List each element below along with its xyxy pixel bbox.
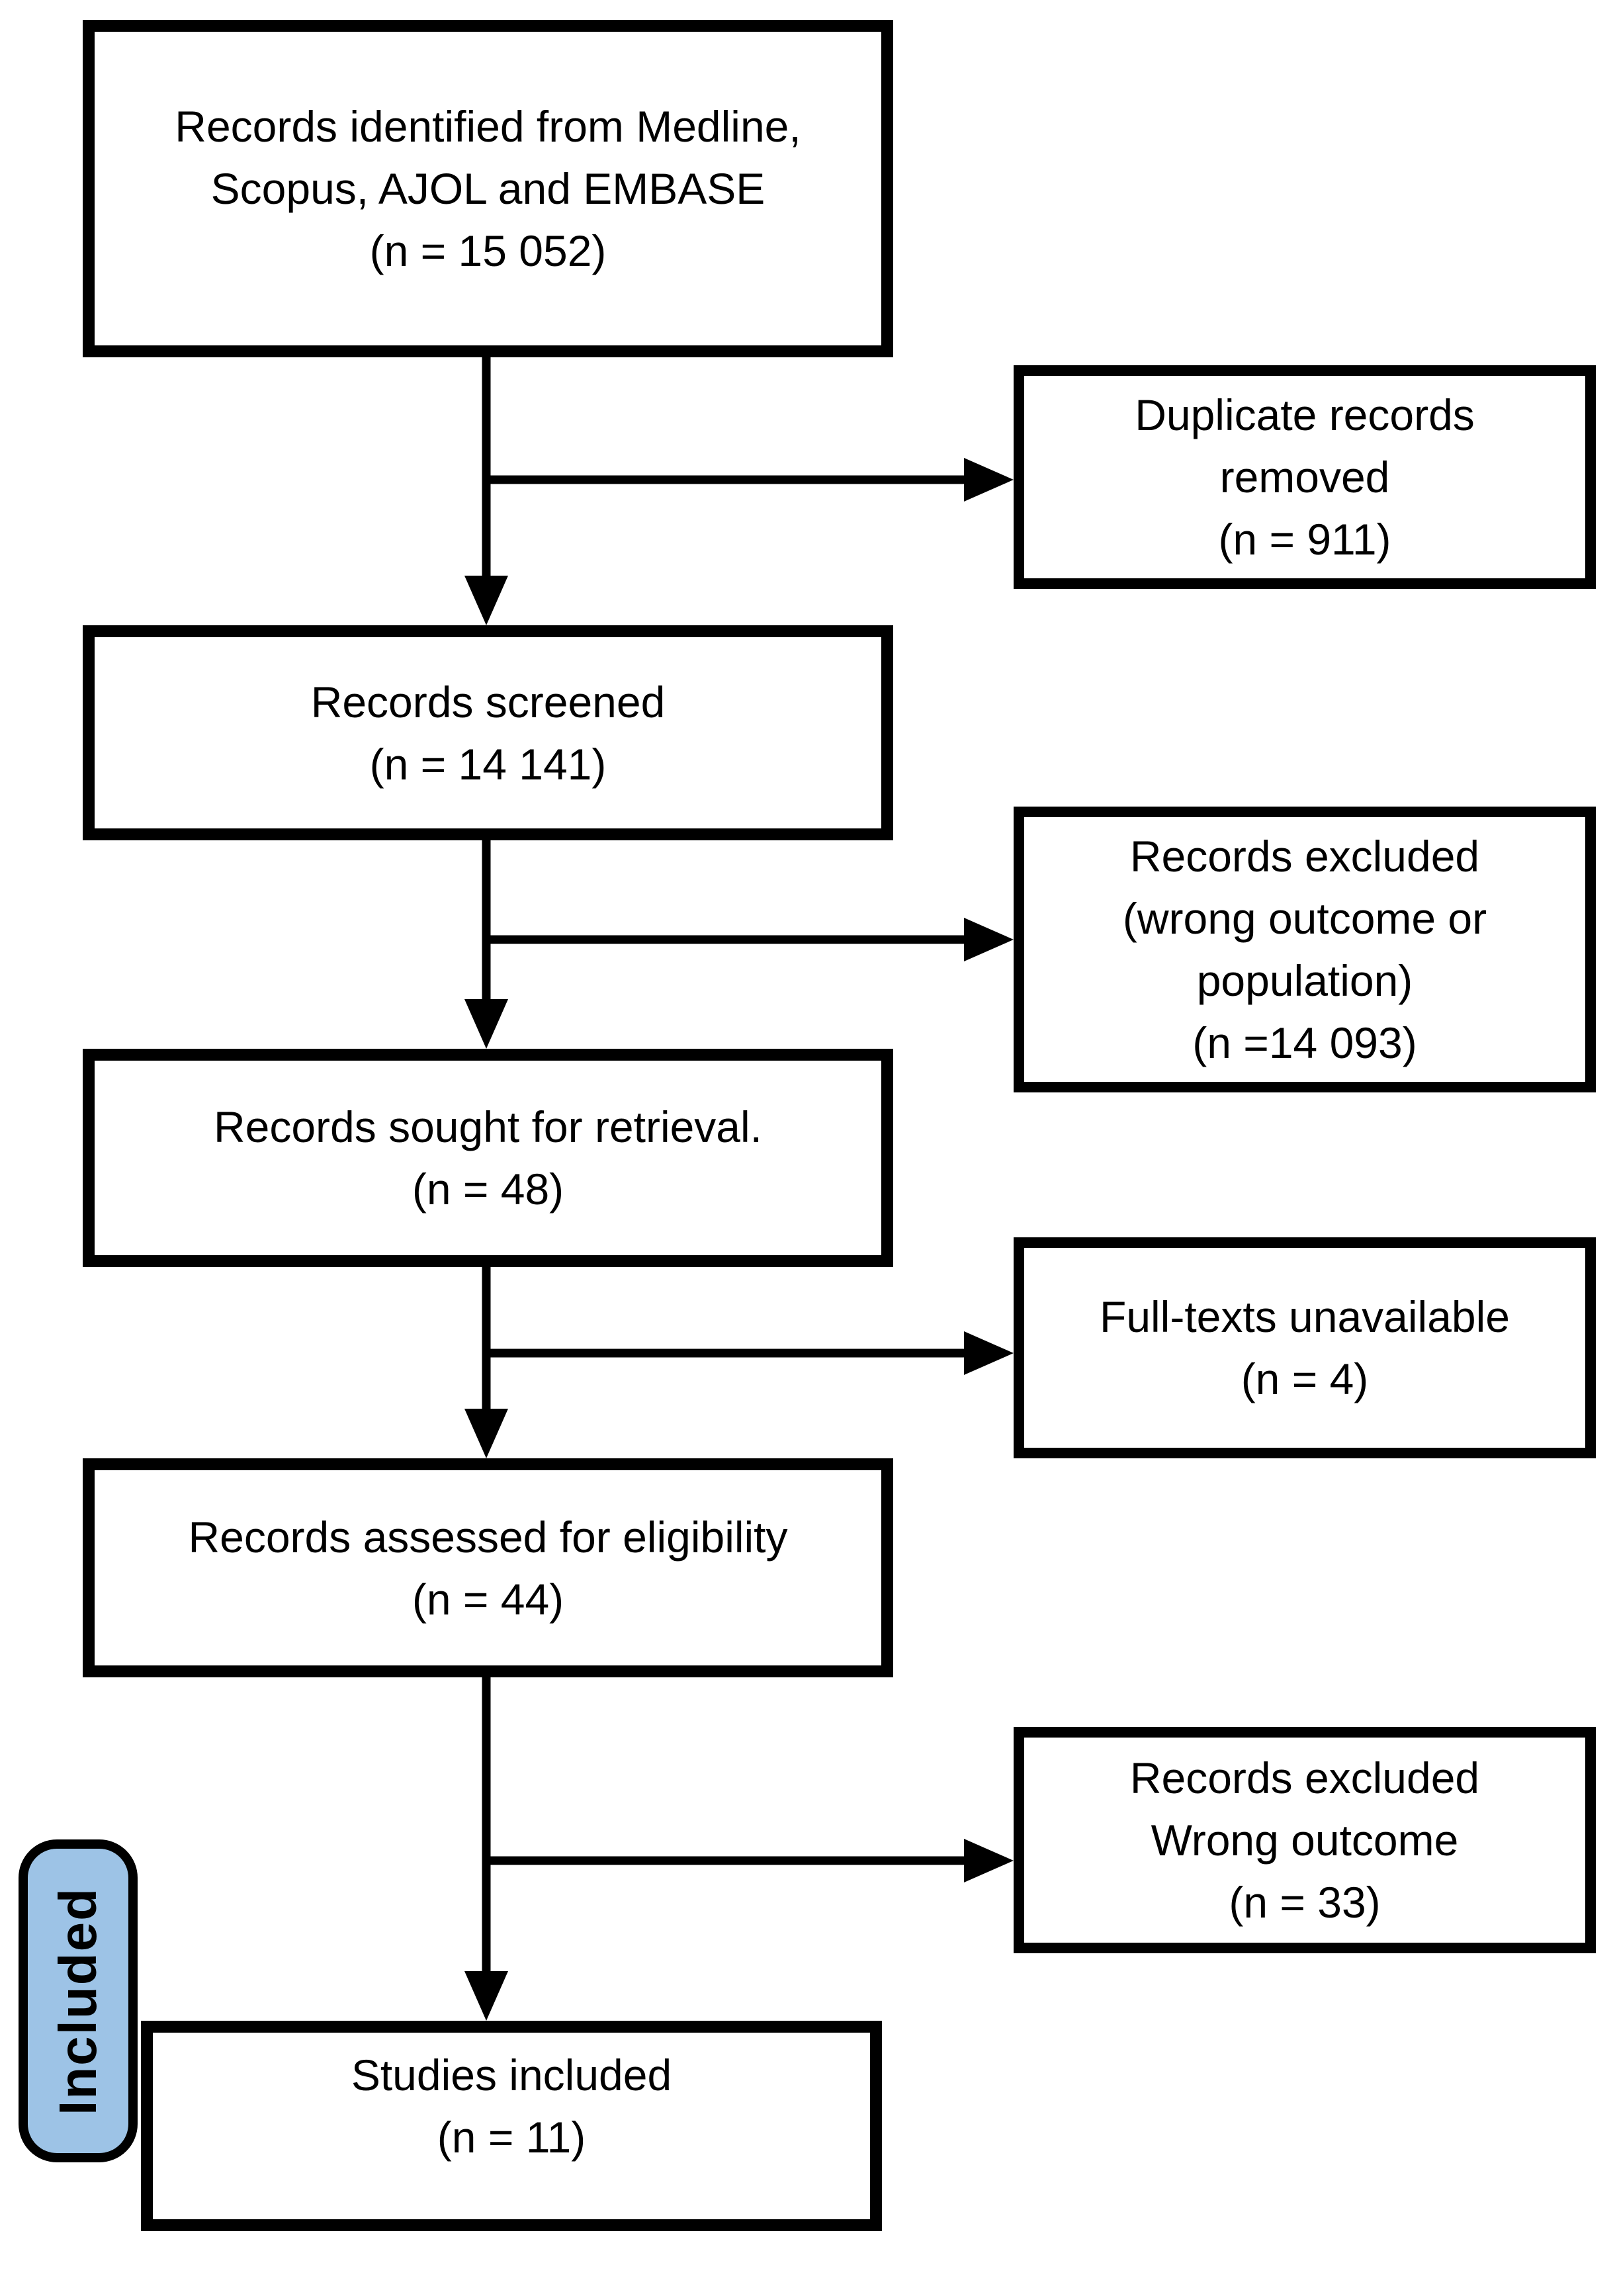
- box-records-excluded-eligibility: Records excluded Wrong outcome (n = 33): [1014, 1727, 1596, 1953]
- arrow-assessed-to-wrong-outcome: [486, 1839, 1014, 1882]
- arrow-screened-to-sought: [464, 840, 508, 1049]
- stage-label-included-text: Included: [48, 1886, 107, 2115]
- box-records-identified: Records identified from Medline, Scopus,…: [83, 20, 893, 357]
- box-records-sought-label: Records sought for retrieval. (n = 48): [213, 1102, 763, 1214]
- arrow-sought-to-unavailable: [486, 1331, 1014, 1375]
- arrow-identified-to-duplicates: [486, 458, 1014, 502]
- box-records-screened: Records screened (n = 14 141): [83, 625, 893, 840]
- arrow-assessed-to-included: [464, 1677, 508, 2021]
- box-records-screened-label: Records screened (n = 14 141): [310, 677, 666, 789]
- box-records-assessed-label: Records assessed for eligibility (n = 44…: [188, 1512, 788, 1624]
- box-records-excluded-screening: Records excluded (wrong outcome or popul…: [1014, 807, 1596, 1092]
- box-full-texts-unavailable: Full-texts unavailable (n = 4): [1014, 1237, 1596, 1458]
- stage-label-included: Included: [19, 1839, 138, 2162]
- box-records-sought: Records sought for retrieval. (n = 48): [83, 1049, 893, 1267]
- box-records-assessed: Records assessed for eligibility (n = 44…: [83, 1458, 893, 1677]
- box-records-excluded-screening-label: Records excluded (wrong outcome or popul…: [1122, 832, 1487, 1067]
- arrow-identified-to-screened: [464, 357, 508, 625]
- box-duplicates-removed: Duplicate records removed (n = 911): [1014, 365, 1596, 589]
- arrow-sought-to-assessed: [464, 1267, 508, 1458]
- box-full-texts-unavailable-label: Full-texts unavailable (n = 4): [1100, 1292, 1510, 1403]
- box-records-excluded-eligibility-label: Records excluded Wrong outcome (n = 33): [1129, 1753, 1480, 1927]
- arrow-screened-to-excluded: [486, 918, 1014, 961]
- box-records-identified-label: Records identified from Medline, Scopus,…: [175, 102, 801, 275]
- box-studies-included: Studies included (n = 11): [141, 2021, 882, 2231]
- box-duplicates-removed-label: Duplicate records removed (n = 911): [1135, 390, 1475, 564]
- box-studies-included-label: Studies included (n = 11): [351, 2051, 672, 2162]
